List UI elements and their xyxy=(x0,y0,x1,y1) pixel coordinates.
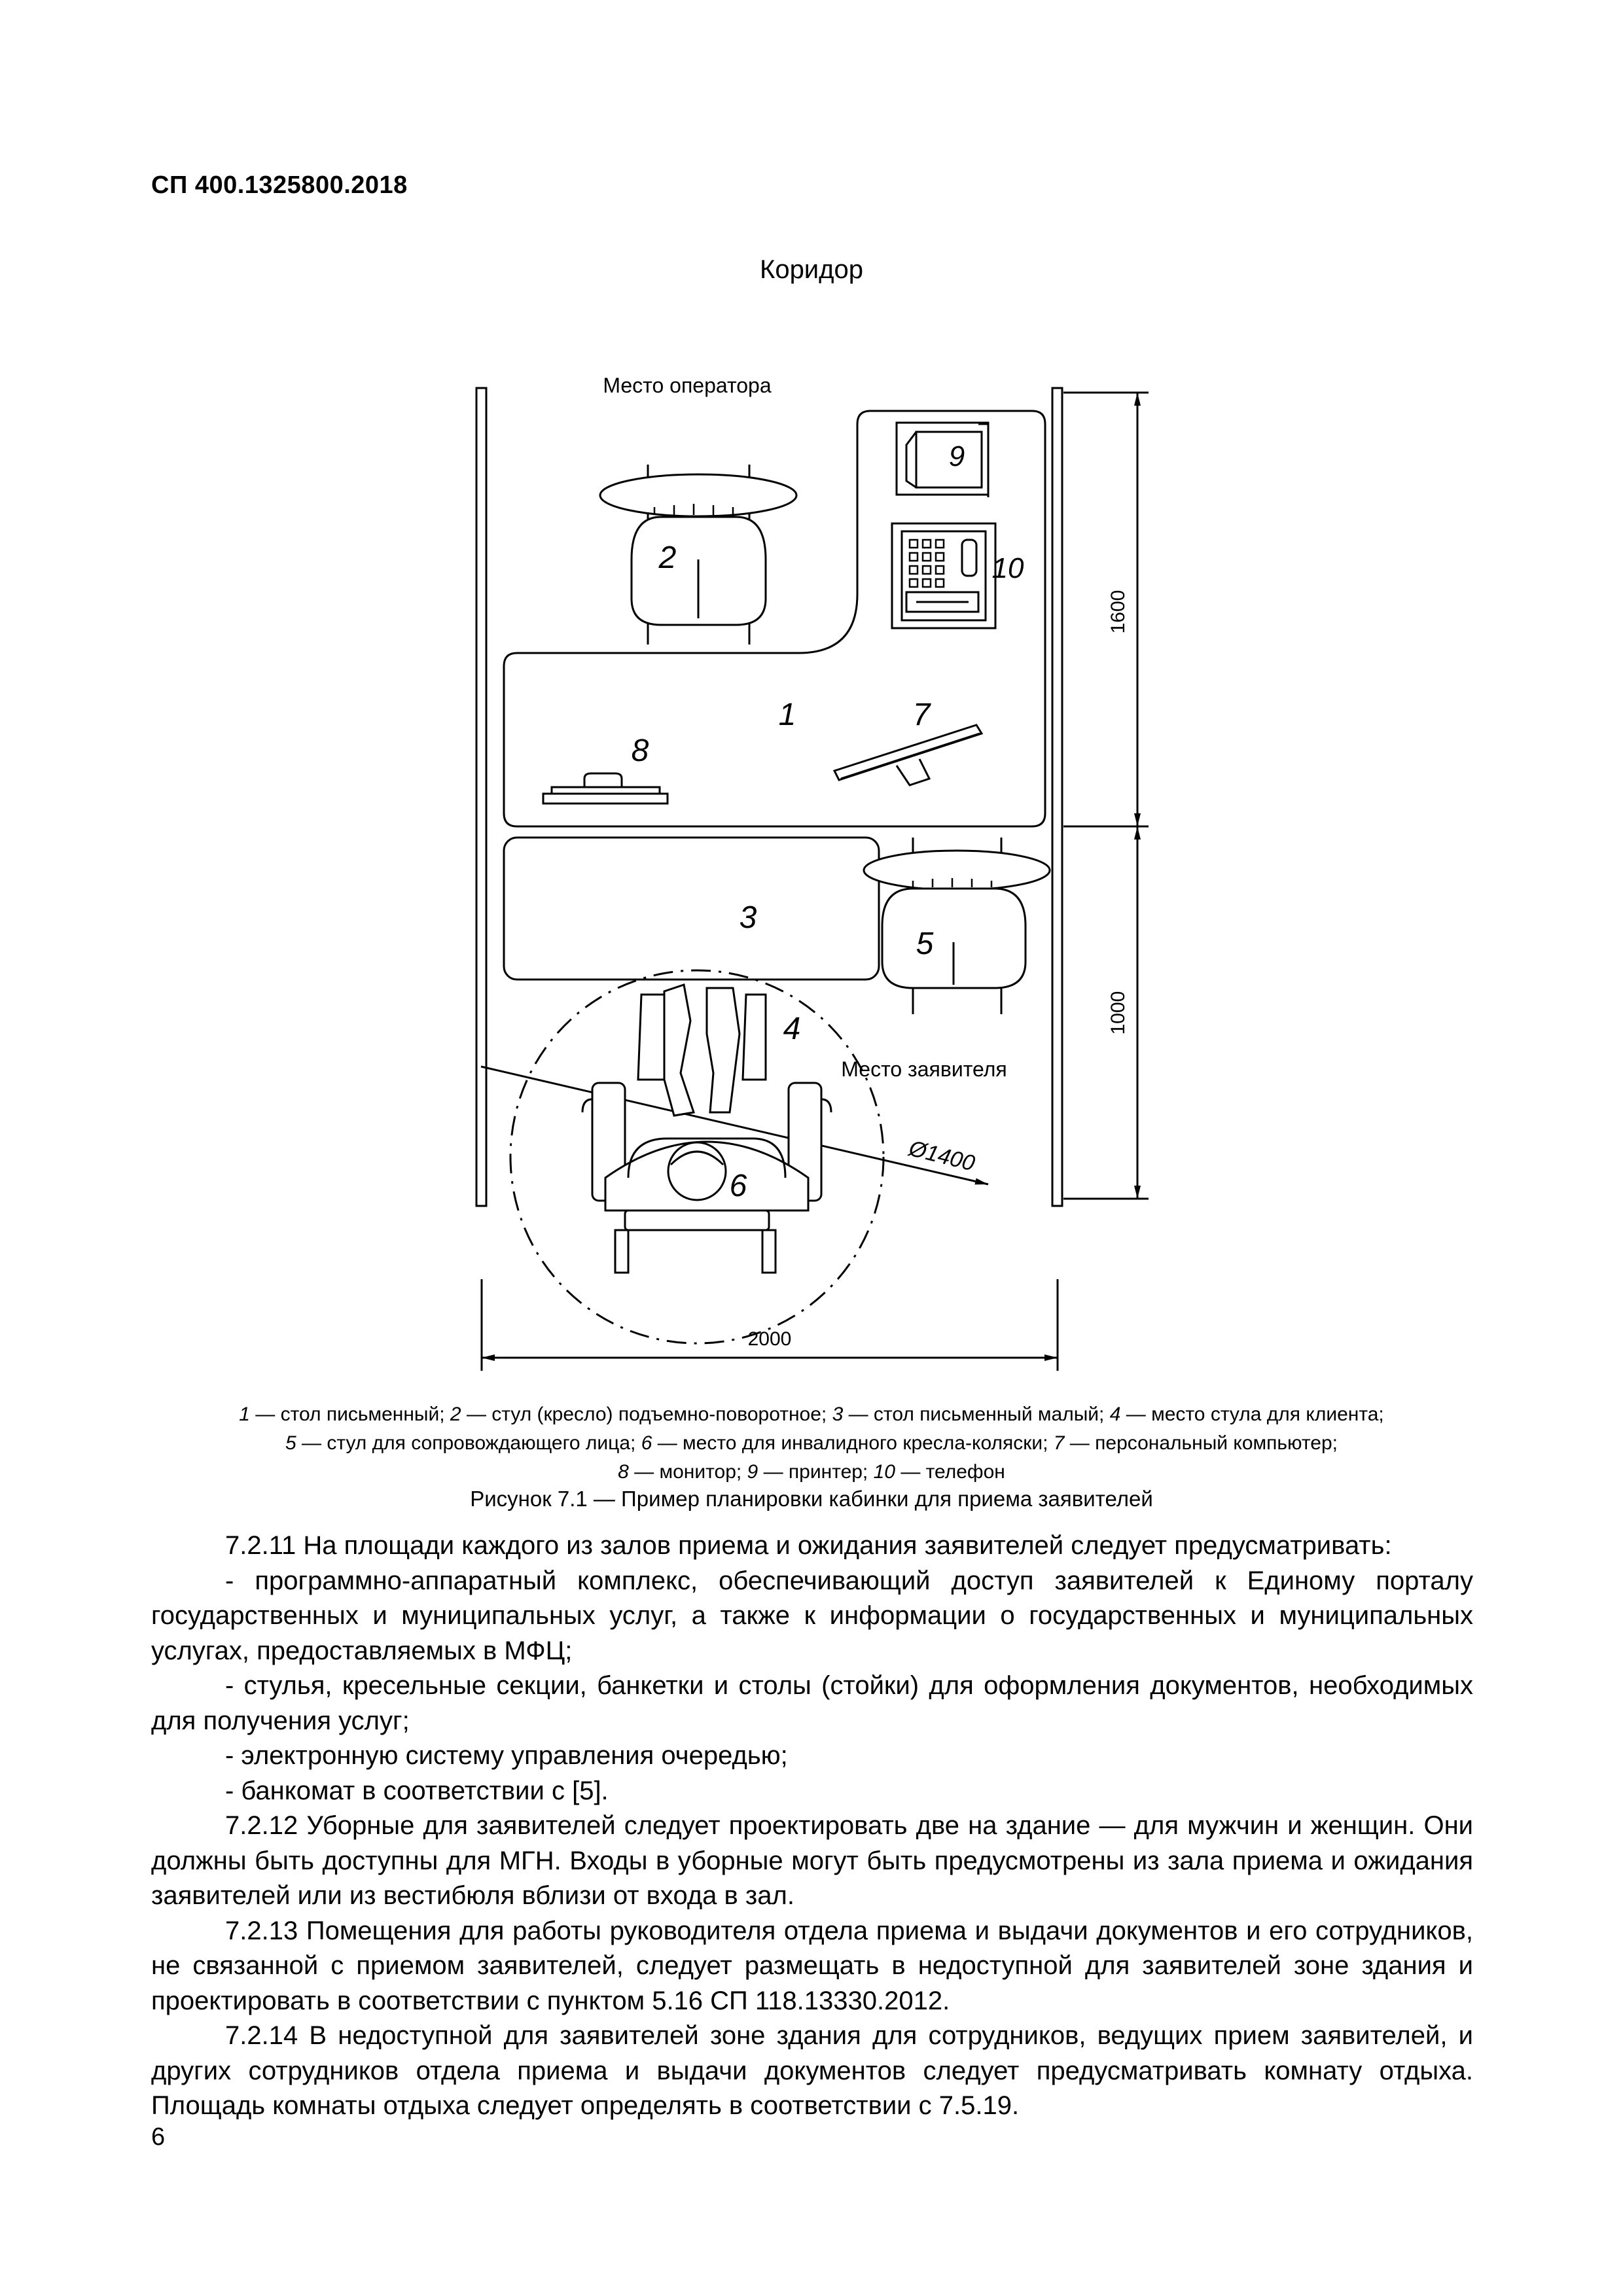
figure-legend-line-2: 5 — стул для сопровождающего лица; 6 — м… xyxy=(0,1429,1623,1458)
item-5-label: 5 xyxy=(916,927,934,961)
operator-place-label: Место оператора xyxy=(603,374,772,397)
page-number: 6 xyxy=(151,2123,166,2151)
item-10-label: 10 xyxy=(992,552,1024,584)
document-code-header: СП 400.1325800.2018 xyxy=(151,171,408,199)
figure-caption: Рисунок 7.1 — Пример планировки кабинки … xyxy=(470,1487,1153,1511)
dimension-1000: 1000 xyxy=(1107,991,1129,1035)
figure-legend-line-3: 8 — монитор; 9 — принтер; 10 — телефон xyxy=(0,1458,1623,1487)
computer-7-icon xyxy=(832,724,984,786)
monitor-8-icon xyxy=(542,772,669,805)
legend-num: 7 xyxy=(1053,1432,1065,1454)
paragraph-7-2-14: 7.2.14 В недоступной для заявителей зоне… xyxy=(151,2021,1473,2120)
companion-chair-5 xyxy=(863,838,1051,1014)
paragraph-7-2-12: 7.2.12 Уборные для заявителей следует пр… xyxy=(151,1811,1473,1910)
list-item: - банкомат в соответствии с [5]. xyxy=(225,1776,609,1805)
paragraph-7-2-11: 7.2.11 На площади каждого из залов прием… xyxy=(225,1531,1392,1560)
list-item: - стулья, кресельные секции, банкетки и … xyxy=(151,1671,1473,1735)
printer-9-icon xyxy=(895,421,990,497)
floor-plan-figure: Место оператора 9 10 2 1 7 8 xyxy=(475,374,1149,1371)
legend-text: — стол письменный малый; xyxy=(843,1404,1110,1425)
walls xyxy=(475,387,1063,1207)
legend-text: — стул (кресло) подъемно-поворотное; xyxy=(461,1404,832,1425)
operator-chair-2 xyxy=(599,465,798,645)
item-4-label: 4 xyxy=(783,1012,801,1046)
legend-text: — принтер; xyxy=(758,1461,874,1483)
applicant-place-label: Место заявителя xyxy=(841,1057,1007,1081)
item-1-label: 1 xyxy=(779,698,796,732)
right-wall xyxy=(1051,387,1063,1207)
diameter-label: Ø1400 xyxy=(906,1136,977,1176)
diameter-line xyxy=(480,1065,989,1186)
item-2-label: 2 xyxy=(658,540,677,575)
legend-text: — монитор; xyxy=(628,1461,747,1483)
legend-text: — стул для сопровождающего лица; xyxy=(296,1432,641,1454)
turning-circle xyxy=(509,969,885,1345)
legend-num: 1 xyxy=(239,1404,250,1425)
legend-num: 4 xyxy=(1109,1404,1121,1425)
wheelchair-person-6-icon xyxy=(581,983,832,1274)
legend-num: 3 xyxy=(832,1404,844,1425)
dimension-lines xyxy=(480,391,1149,1371)
item-7-label: 7 xyxy=(913,698,932,732)
legend-text: — телефон xyxy=(895,1461,1005,1483)
legend-text: — место для инвалидного кресла-коляски; xyxy=(652,1432,1054,1454)
body-text: 7.2.11 На площади каждого из залов прием… xyxy=(151,1528,1473,2124)
legend-num: 5 xyxy=(285,1432,296,1454)
main-desk-1 xyxy=(503,410,1046,828)
item-9-label: 9 xyxy=(949,440,965,472)
legend-text: — персональный компьютер; xyxy=(1064,1432,1338,1454)
list-item: - электронную систему управления очередь… xyxy=(225,1741,788,1770)
corridor-label: Коридор xyxy=(760,255,863,284)
figure-legend-line-1: 1 — стол письменный; 2 — стул (кресло) п… xyxy=(0,1400,1623,1429)
item-3-label: 3 xyxy=(740,900,757,935)
legend-num: 9 xyxy=(747,1461,758,1483)
legend-num: 8 xyxy=(618,1461,629,1483)
list-item: - программно-аппаратный комплекс, обеспе… xyxy=(151,1566,1473,1665)
telephone-10-icon xyxy=(891,522,997,629)
paragraph-7-2-13: 7.2.13 Помещения для работы руководителя… xyxy=(151,1916,1473,2015)
small-desk-3 xyxy=(503,836,880,981)
dimension-1600: 1600 xyxy=(1107,590,1129,634)
legend-text: — стол письменный; xyxy=(249,1404,450,1425)
legend-num: 10 xyxy=(873,1461,895,1483)
legend-num: 2 xyxy=(450,1404,461,1425)
legend-num: 6 xyxy=(641,1432,652,1454)
legend-text: — место стула для клиента; xyxy=(1120,1404,1384,1425)
left-wall xyxy=(475,387,488,1207)
item-8-label: 8 xyxy=(632,733,649,768)
item-6-label: 6 xyxy=(730,1169,747,1203)
dimension-2000: 2000 xyxy=(748,1328,792,1350)
